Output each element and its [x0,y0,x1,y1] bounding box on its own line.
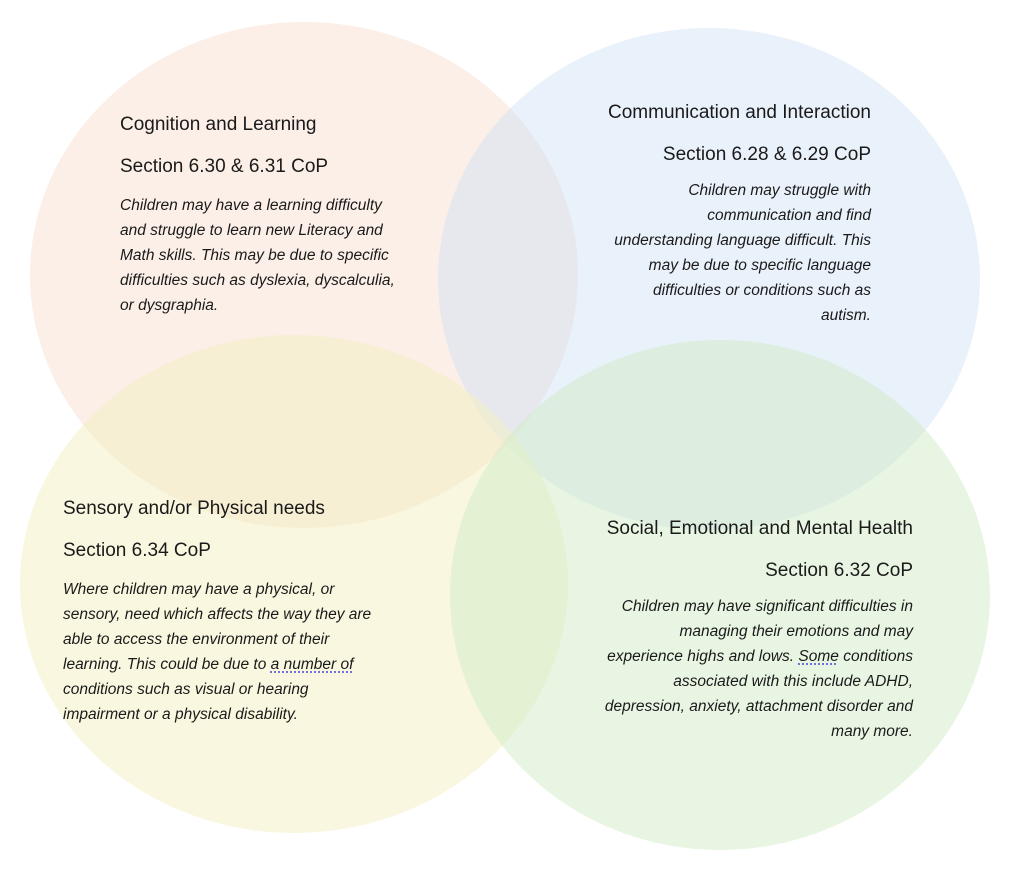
description-line: experience highs and lows. Some conditio… [607,648,913,665]
area-title: Cognition and Learning [120,114,317,135]
description-line: sensory, need which affects the way they… [63,606,372,623]
description-line: conditions such as visual or hearing [63,681,309,698]
area-description: Where children may have a physical, or se… [63,577,371,727]
description-line: Children may have significant difficulti… [621,598,913,615]
description-line: associated with this include ADHD, [673,673,913,690]
area-description: Children may struggle with communication … [608,178,871,328]
description-line: depression, anxiety, attachment disorder… [604,698,913,715]
description-line: and struggle to learn new Literacy and [120,222,383,239]
description-line: autism. [821,307,871,324]
area-social: Social, Emotional and Mental Health Sect… [605,517,913,744]
description-line: difficulties or conditions such as [653,282,871,299]
description-line: Where children may have a physical, or [63,581,335,598]
circle-social [450,340,990,850]
area-section: Section 6.34 CoP [63,540,211,561]
circle-sensory [20,335,568,833]
description-line: impairment or a physical disability. [63,706,298,723]
description-line: learning. This could be due to a number … [63,656,354,673]
description-line: difficulties such as dyslexia, dyscalcul… [120,272,395,289]
area-description: Children may have significant difficulti… [605,594,913,744]
description-line: may be due to specific language [648,257,871,274]
description-line: managing their emotions and may [679,623,914,640]
description-line: Children may struggle with [688,182,871,199]
description-line: Children may have a learning difficulty [120,197,382,214]
description-line: many more. [831,723,913,740]
area-title: Social, Emotional and Mental Health [606,518,913,539]
spellcheck-underline: Some [798,648,839,665]
description-line: communication and find [707,207,871,224]
description-line: able to access the environment of their [63,631,330,648]
description-line: understanding language difficult. This [614,232,871,249]
area-communication: Communication and Interaction Section 6.… [608,101,871,328]
area-title: Communication and Interaction [608,102,871,123]
area-cognition: Cognition and Learning Section 6.30 & 6.… [120,113,395,318]
area-description: Children may have a learning difficulty a… [120,193,395,318]
area-title: Sensory and/or Physical needs [63,498,325,519]
description-line: or dysgraphia. [120,297,219,314]
area-section: Section 6.28 & 6.29 CoP [662,144,871,165]
spellcheck-underline: a number of [270,656,354,673]
description-line: Math skills. This may be due to specific [120,247,389,264]
area-section: Section 6.32 CoP [765,560,913,581]
area-sensory: Sensory and/or Physical needs Section 6.… [63,497,371,727]
area-section: Section 6.30 & 6.31 CoP [120,156,329,177]
